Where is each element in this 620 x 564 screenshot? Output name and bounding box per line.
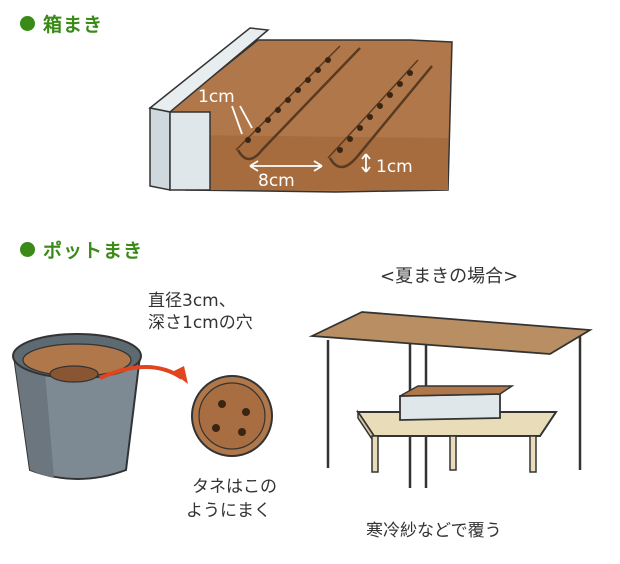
- pot-sowing-header: ポットまき: [20, 236, 143, 263]
- hole-size-line1: 直径3cm、: [148, 291, 236, 311]
- hole-size-line2: 深さ1cmの穴: [148, 313, 253, 333]
- box-front-wall: [169, 111, 211, 191]
- pot-sowing-title: ポットまき: [43, 240, 144, 262]
- bullet-icon: [20, 242, 35, 257]
- seed-instruction-line1: タネはこの: [192, 477, 277, 497]
- tray-side: [399, 393, 501, 421]
- seed-hole-closeup: [191, 375, 273, 457]
- pot-hole: [49, 365, 99, 383]
- box-side-wall: [149, 107, 171, 191]
- summer-shade: [308, 311, 593, 488]
- annotation-lines: [231, 105, 371, 173]
- arrow-head-icon: [172, 366, 188, 384]
- box-sowing-header: 箱まき: [20, 10, 103, 37]
- furrow-left: [236, 47, 361, 161]
- height-label: 1cm: [376, 157, 413, 177]
- table-legs: [371, 435, 537, 473]
- furrow-right: [328, 65, 433, 169]
- spacing-label: 8cm: [258, 171, 295, 191]
- box-sowing-title: 箱まき: [43, 14, 104, 36]
- summer-title: <夏まきの場合>: [380, 266, 519, 287]
- seed-box: [148, 27, 453, 193]
- summer-caption: 寒冷紗などで覆う: [366, 521, 502, 541]
- shade-cloth: [308, 311, 593, 355]
- plant-pot: [12, 333, 142, 480]
- seed-instruction-line2: ようにまく: [186, 501, 271, 521]
- furrow-seeds: [245, 57, 413, 153]
- tray-soil: [399, 385, 515, 397]
- depth-label: 1cm: [198, 87, 235, 107]
- pot-shadow: [14, 356, 54, 478]
- furrow-right-edge: [327, 59, 419, 159]
- bullet-icon: [20, 16, 35, 31]
